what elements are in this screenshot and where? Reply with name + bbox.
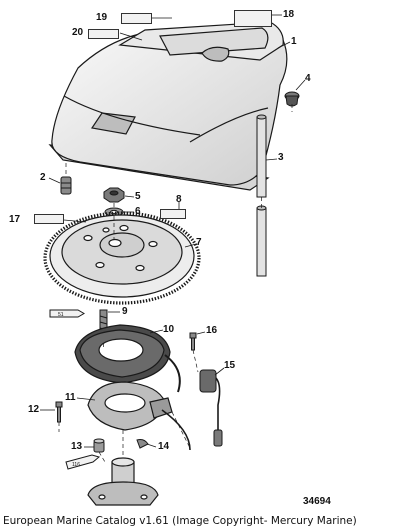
nut-part-5 — [103, 187, 125, 203]
callout-4: 4 — [305, 73, 311, 84]
reference-box-8 — [160, 209, 186, 219]
callout-6: 6 — [135, 206, 141, 217]
screw-part-12 — [55, 401, 63, 423]
callout-2: 2 — [40, 172, 46, 183]
callout-13: 13 — [71, 441, 83, 452]
reference-box-18 — [234, 10, 272, 27]
reference-box-19 — [121, 13, 152, 24]
callout-16: 16 — [206, 325, 218, 336]
callout-10: 10 — [163, 324, 175, 335]
callout-19: 19 — [96, 12, 108, 23]
flywheel — [43, 211, 201, 305]
tube-part-3 — [256, 114, 267, 277]
svg-text:51: 51 — [58, 312, 64, 318]
callout-18: 18 — [283, 9, 295, 20]
stator-plate — [87, 381, 191, 451]
grommet-part-4 — [284, 91, 300, 107]
svg-text:116: 116 — [72, 462, 80, 468]
reference-box-20 — [88, 29, 119, 39]
key-part-14 — [136, 439, 149, 449]
callout-3: 3 — [278, 152, 284, 163]
screw-part-16 — [189, 332, 197, 351]
callout-15: 15 — [224, 360, 236, 371]
callout-20: 20 — [72, 27, 84, 38]
callout-9: 9 — [122, 306, 128, 317]
callout-11: 11 — [65, 392, 76, 403]
assembly-centerlines — [58, 104, 293, 463]
reference-box-17 — [34, 214, 64, 224]
callout-5: 5 — [135, 191, 141, 202]
callout-1: 1 — [291, 36, 297, 47]
image-caption: European Marine Catalog v1.61 (Image Cop… — [3, 515, 357, 527]
callout-17: 17 — [9, 214, 21, 225]
callout-14: 14 — [158, 441, 170, 452]
crankshaft — [87, 457, 159, 506]
coil-part-15 — [199, 369, 223, 447]
callout-7: 7 — [196, 237, 202, 248]
figure-number: 34694 — [303, 496, 331, 507]
callout-12: 12 — [28, 404, 40, 415]
flywheel-cover — [48, 21, 288, 191]
bushing-part-13 — [93, 438, 105, 453]
compound-tube-upper: 51 — [49, 309, 85, 318]
grommet-part-2 — [60, 176, 72, 195]
compound-tube-lower: 116 — [65, 454, 101, 470]
leader-lines — [40, 14, 306, 448]
callout-8: 8 — [176, 194, 182, 205]
stator — [74, 324, 181, 393]
